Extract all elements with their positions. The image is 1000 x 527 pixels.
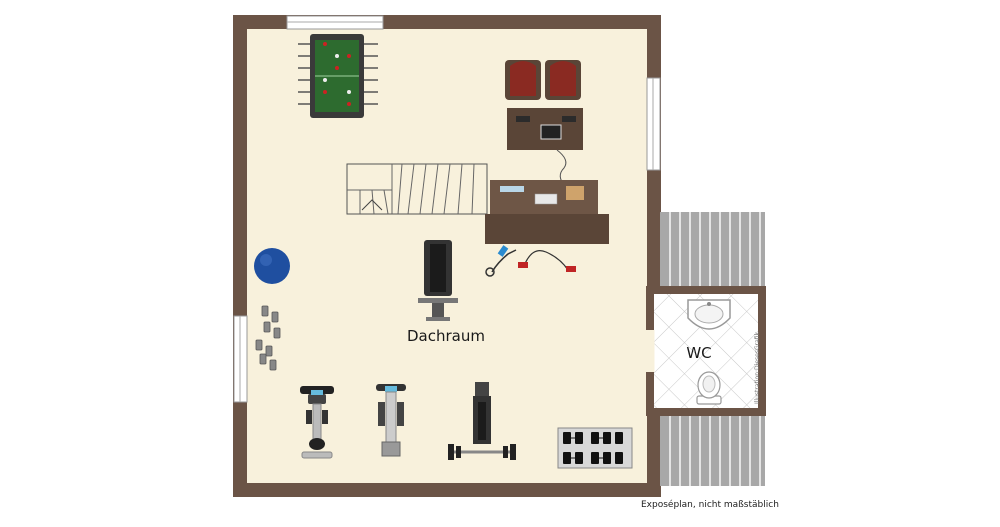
toilet-icon (696, 371, 722, 405)
dumbbell-icon (255, 305, 281, 371)
desk-icon (507, 108, 583, 187)
resistance-band-icon (518, 250, 576, 272)
disclaimer-caption: Exposéplan, nicht maßstäblich (641, 500, 779, 510)
room-label-wc: WC (686, 344, 711, 362)
weight-bench-icon (418, 240, 458, 321)
window-left (233, 315, 248, 403)
foosball-table-icon (298, 34, 378, 118)
staircase-icon (346, 163, 488, 215)
armchair-icon (505, 60, 581, 100)
watermark-text: Illustration:DiesesGrafik (754, 331, 761, 404)
window-top (286, 15, 384, 30)
main-room-walls (233, 15, 661, 497)
exercise-bike-icon (300, 386, 334, 459)
balcony-deck-bottom (660, 416, 765, 486)
balcony-deck-top (660, 212, 765, 290)
elliptical-icon (376, 384, 406, 457)
room-label-dachraum: Dachraum (407, 327, 485, 345)
window-right (646, 77, 661, 171)
counter-icon (485, 180, 609, 244)
exercise-ball-icon (254, 248, 290, 284)
dumbbell-rack-icon (557, 427, 633, 469)
barbell-bench-icon (448, 382, 516, 460)
skipping-rope-icon (485, 245, 517, 277)
sink-icon (687, 299, 731, 330)
